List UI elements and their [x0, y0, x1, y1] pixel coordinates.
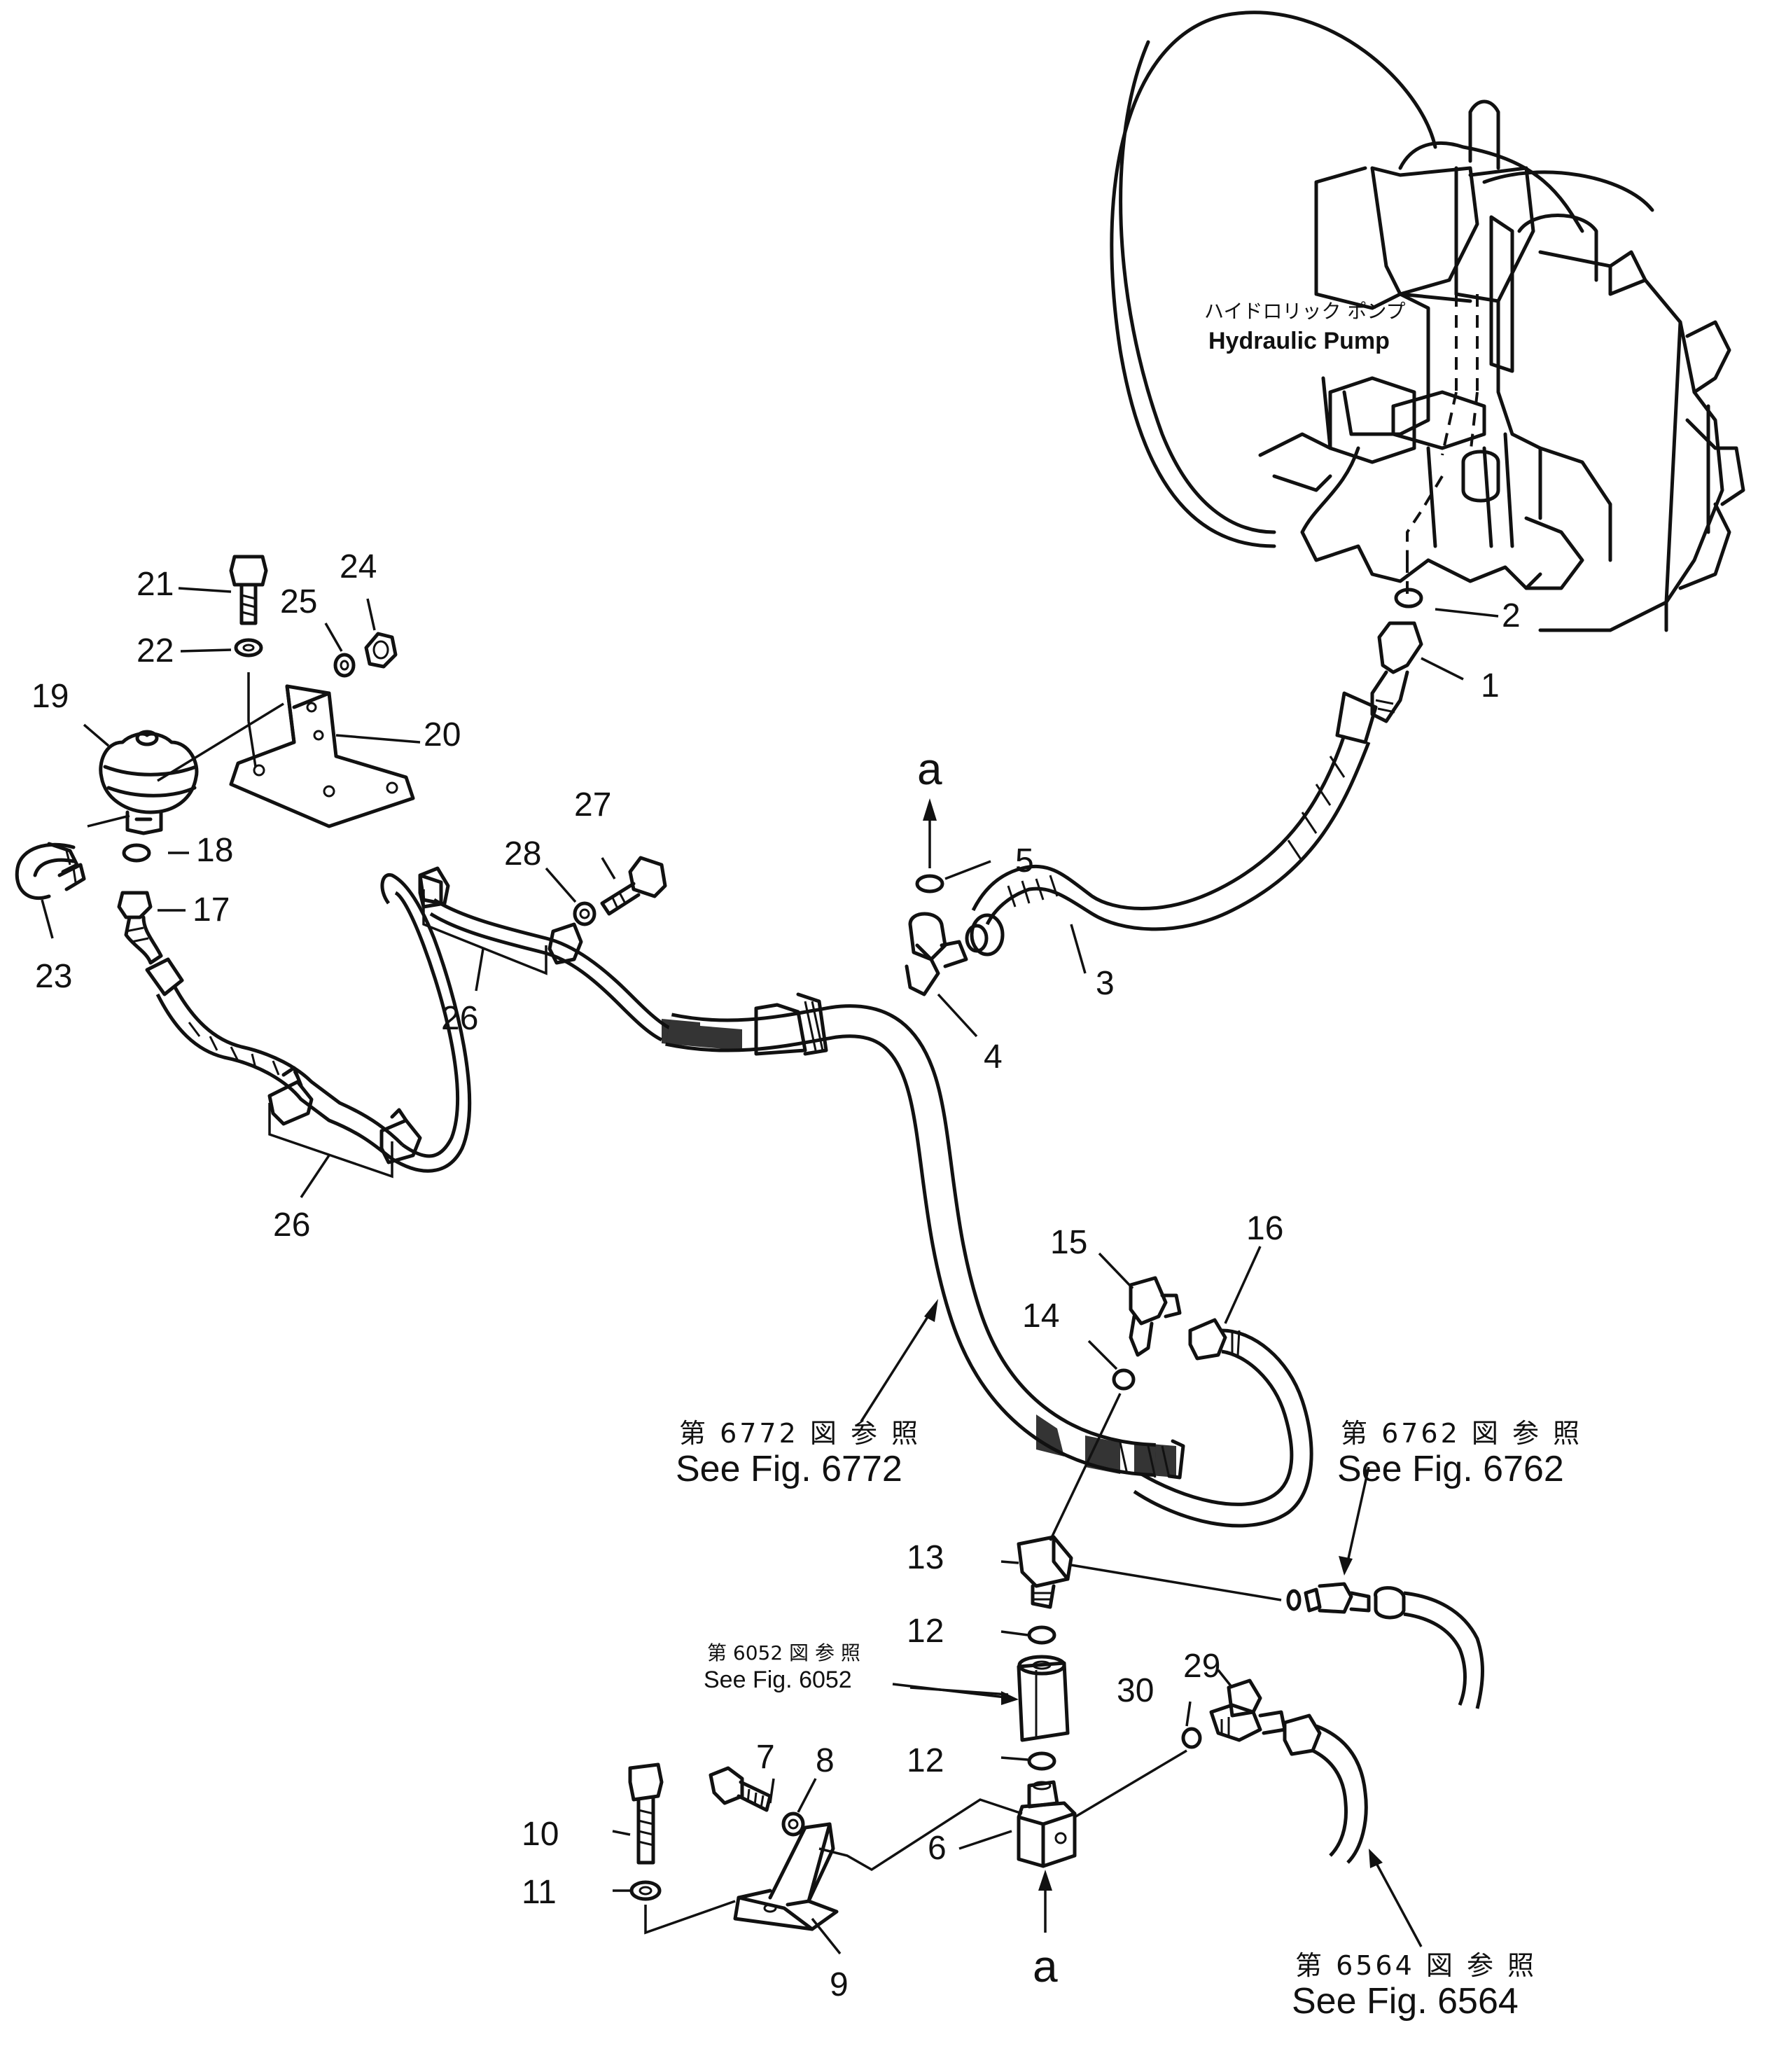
- callout-30: 30: [1117, 1672, 1154, 1709]
- elbow-15: [1129, 1276, 1182, 1357]
- washer-28: [573, 901, 597, 926]
- callout-17: 17: [193, 891, 230, 929]
- connection-label-a-bottom: a: [1033, 1941, 1058, 1991]
- o-ring-2: [1394, 587, 1423, 609]
- callout-23: 23: [35, 958, 72, 995]
- callout-11: 11: [522, 1874, 557, 1911]
- ref-label-6564: 第 6564 図 参 照 See Fig. 6564: [1292, 1950, 1537, 2022]
- callout-25: 25: [280, 583, 317, 620]
- adapter-13: [1017, 1535, 1073, 1609]
- ref-6772-jp: 第 6772 図 参 照: [679, 1418, 921, 1449]
- ref-label-6772: 第 6772 図 参 照 See Fig. 6772: [676, 1418, 921, 1489]
- block-6052: [1017, 1655, 1070, 1742]
- o-ring-12-b: [1027, 1751, 1056, 1771]
- hose-6564: [1283, 1713, 1368, 1864]
- washer-8: [781, 1812, 805, 1837]
- callout-8: 8: [816, 1742, 835, 1779]
- callout-2: 2: [1502, 597, 1521, 634]
- main-hose-6772: [662, 992, 1185, 1480]
- callout-10: 10: [522, 1816, 559, 1853]
- callout-9: 9: [830, 1966, 849, 2003]
- washer-11: [629, 1880, 662, 1901]
- callout-7: 7: [756, 1739, 775, 1776]
- clamp-26-d: [547, 922, 583, 965]
- ref-6772-en: See Fig. 6772: [676, 1449, 902, 1489]
- hose-from-accumulator: [145, 872, 674, 1173]
- washer-25: [333, 653, 356, 678]
- callout-24: 24: [340, 548, 377, 585]
- bolt-21: [229, 555, 268, 767]
- callout-13: 13: [907, 1539, 944, 1576]
- connection-arrow-a-bottom: a: [1033, 1870, 1058, 1991]
- o-ring-12-a: [1027, 1625, 1056, 1645]
- callout-18: 18: [196, 832, 233, 869]
- callout-5: 5: [1015, 842, 1034, 879]
- callout-3: 3: [1096, 965, 1115, 1002]
- clamp-26-a: [267, 1066, 314, 1126]
- callout-numbers: 2 1 5 3 4 15 16 14 13 12 12 6 29 30 7 8 …: [32, 548, 1521, 2003]
- hose-16: [1133, 1318, 1313, 1528]
- callout-12-b: 12: [907, 1742, 944, 1779]
- callout-27: 27: [574, 786, 611, 823]
- elbow-4: [905, 874, 968, 996]
- callout-26-lower: 26: [273, 1207, 310, 1244]
- callout-26-upper: 26: [441, 1000, 478, 1037]
- elbow-29: [1209, 1678, 1287, 1742]
- o-ring-18: [122, 843, 151, 863]
- fitting-17: [117, 891, 163, 965]
- washer-22: [234, 638, 263, 658]
- u-bolt-23: [15, 842, 86, 901]
- hydraulic-pump: ハイドロリック ポンプ Hydraulic Pump: [1110, 11, 1745, 632]
- callout-12-a: 12: [907, 1613, 944, 1650]
- callout-29: 29: [1183, 1648, 1220, 1685]
- callout-21: 21: [137, 566, 174, 603]
- bolt-27: [573, 856, 667, 926]
- o-ring-5: [915, 874, 944, 894]
- ref-6564-en: See Fig. 6564: [1292, 1981, 1519, 2022]
- pump-label-jp: ハイドロリック ポンプ: [1204, 300, 1406, 323]
- callout-4: 4: [984, 1038, 1003, 1076]
- reference-arrows: [860, 1299, 1423, 1947]
- callout-16: 16: [1246, 1210, 1283, 1247]
- ref-label-6052: 第 6052 図 参 照 See Fig. 6052: [704, 1641, 860, 1693]
- o-ring-14: [1112, 1368, 1136, 1391]
- connection-arrow-a-top: a: [917, 744, 942, 868]
- callout-28: 28: [504, 835, 541, 872]
- bracket-9: [733, 1822, 839, 1931]
- callout-22: 22: [137, 632, 174, 669]
- ref-6052-jp: 第 6052 図 参 照: [707, 1641, 860, 1664]
- callout-20: 20: [424, 716, 461, 753]
- ref-6762-jp: 第 6762 図 参 照: [1341, 1418, 1582, 1449]
- bolt-7: [709, 1766, 772, 1812]
- ref-6052-en: See Fig. 6052: [704, 1667, 852, 1693]
- hose-3: [965, 691, 1378, 957]
- callout-leaders: [41, 587, 1499, 1955]
- callout-6: 6: [928, 1830, 947, 1867]
- fitting-1-elbow: [1370, 587, 1423, 723]
- accumulator-19: [99, 730, 199, 835]
- callout-15: 15: [1050, 1224, 1087, 1261]
- ref-label-6762: 第 6762 図 参 照 See Fig. 6762: [1337, 1418, 1582, 1489]
- clamp-26-c: [418, 866, 450, 909]
- valve-6: [1017, 1780, 1077, 1868]
- ref-6762-en: See Fig. 6762: [1337, 1449, 1564, 1489]
- callout-19: 19: [32, 678, 69, 715]
- nut-24: [333, 632, 398, 678]
- callout-1: 1: [1481, 667, 1500, 704]
- bracket-20: [229, 684, 415, 828]
- clamp-26-b: [379, 1108, 422, 1164]
- bolt-10: [628, 1762, 736, 1935]
- pump-label-en: Hydraulic Pump: [1208, 328, 1390, 354]
- callout-14: 14: [1022, 1298, 1059, 1335]
- connection-label-a-top: a: [917, 744, 942, 794]
- o-ring-30: [1181, 1727, 1202, 1749]
- ref-6564-jp: 第 6564 図 参 照: [1295, 1950, 1537, 1981]
- fitting-6762: [1286, 1582, 1484, 1709]
